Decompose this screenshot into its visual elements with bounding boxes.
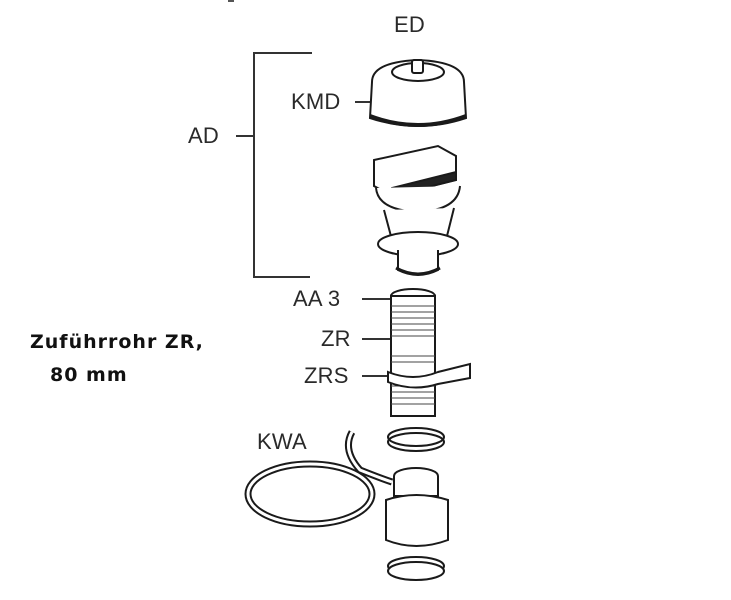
- label-zr: ZR: [321, 326, 351, 351]
- hose-clamp: [387, 427, 445, 452]
- label-aa3: AA 3: [293, 286, 341, 311]
- caption-title: Zuführrohr ZR,: [30, 331, 204, 353]
- ad-bracket: [253, 52, 312, 278]
- caption-size: 80 mm: [50, 364, 128, 386]
- label-zrs: ZRS: [304, 363, 349, 388]
- zr-supply-pipe: [387, 288, 471, 417]
- label-kwa: KWA: [257, 429, 307, 454]
- kmd-cover-dome: [368, 58, 468, 127]
- tick-mark: [228, 0, 234, 2]
- label-ed: ED: [394, 12, 425, 37]
- label-kmd: KMD: [291, 89, 341, 114]
- ad-body: [373, 144, 461, 276]
- zrs-pipe-clamp: [387, 362, 471, 389]
- kwa-connector: [385, 467, 449, 581]
- label-ad: AD: [188, 123, 219, 148]
